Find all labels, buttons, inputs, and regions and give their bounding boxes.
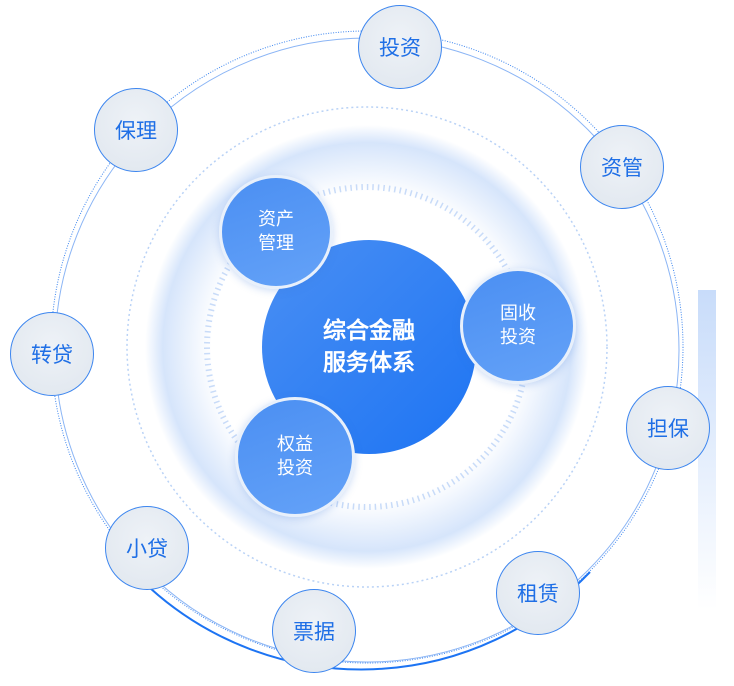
outer-node-label: 担保 xyxy=(647,417,689,441)
outer-node-label: 租赁 xyxy=(517,582,559,606)
outer-node-asset-mgmt[interactable]: 资管 xyxy=(580,125,664,209)
inner-node-asset-management[interactable]: 资产 管理 xyxy=(219,175,333,289)
inner-node-label: 资产 管理 xyxy=(258,209,294,254)
outer-node-label: 投资 xyxy=(379,36,421,60)
outer-node-microloan[interactable]: 小贷 xyxy=(105,506,189,590)
outer-node-label: 小贷 xyxy=(126,537,168,561)
outer-node-factoring[interactable]: 保理 xyxy=(94,88,178,172)
middle-dotted-ring xyxy=(126,106,608,588)
outer-node-label: 转贷 xyxy=(31,343,73,367)
outer-node-label: 保理 xyxy=(115,119,157,143)
outer-node-bills[interactable]: 票据 xyxy=(272,589,356,673)
inner-node-fixed-income[interactable]: 固收 投资 xyxy=(460,268,576,384)
inner-node-label: 权益 投资 xyxy=(277,434,313,479)
outer-node-guarantee[interactable]: 担保 xyxy=(626,386,710,470)
center-label: 综合金融 服务体系 xyxy=(323,318,415,376)
outer-node-label: 资管 xyxy=(601,156,643,180)
outer-ring xyxy=(50,30,684,664)
outer-node-investment[interactable]: 投资 xyxy=(358,5,442,89)
inner-node-label: 固收 投资 xyxy=(500,303,536,348)
inner-node-equity[interactable]: 权益 投资 xyxy=(235,397,355,517)
outer-node-label: 票据 xyxy=(293,620,335,644)
outer-node-bridge-loan[interactable]: 转贷 xyxy=(10,312,94,396)
outer-node-leasing[interactable]: 租赁 xyxy=(496,551,580,635)
decorative-bar xyxy=(698,290,716,610)
